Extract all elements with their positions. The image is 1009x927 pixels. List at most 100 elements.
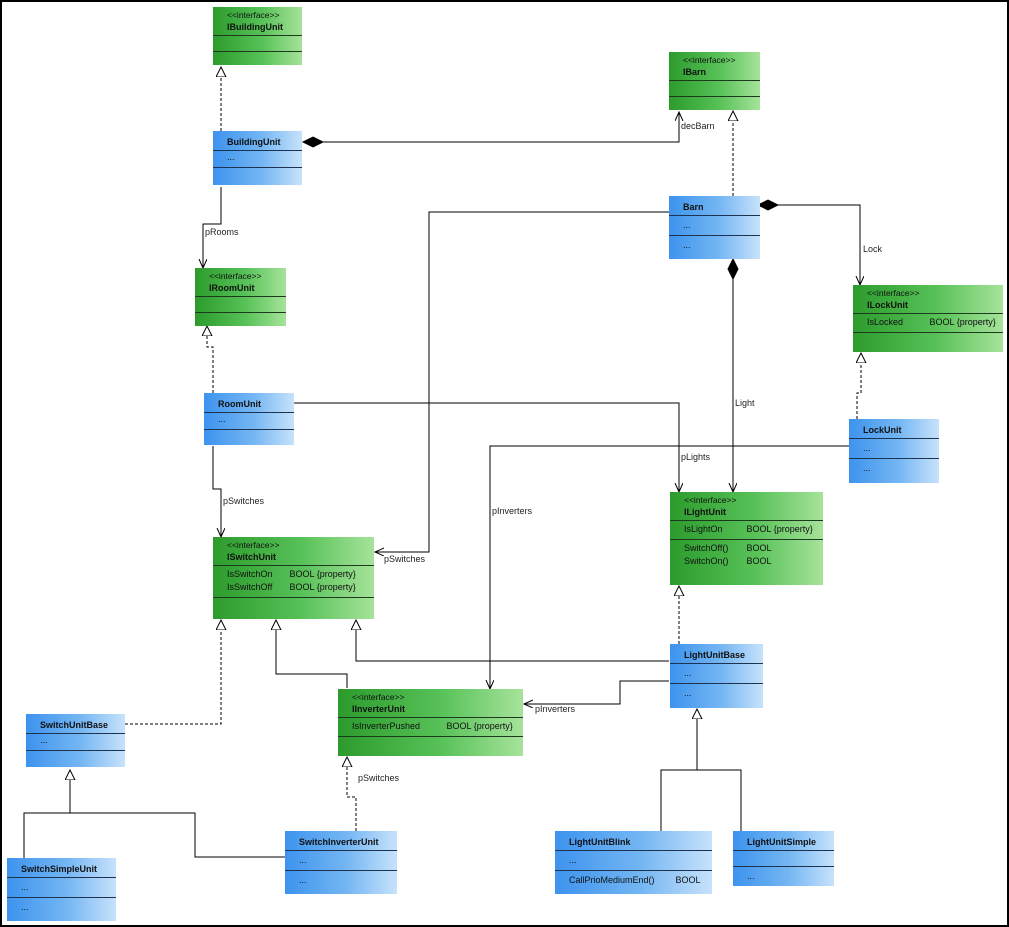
class-ilightunit[interactable]: <<interface>> ILightUnit IsLightOn BOOL … [670, 492, 823, 585]
operation-row: ... [299, 875, 307, 885]
association-prooms [203, 187, 222, 268]
attribute-name: IsSwitchOff [227, 582, 273, 592]
attribute-type: BOOL {property} [446, 721, 513, 731]
divider [555, 850, 712, 851]
divider [213, 565, 374, 566]
class-lightunitsimple[interactable]: LightUnitSimple ... [733, 831, 834, 886]
composition-lock-diamond [756, 199, 780, 211]
divider [204, 429, 294, 430]
label-prooms: pRooms [205, 227, 239, 237]
label-pinverters-left: pInverters [492, 506, 533, 516]
divider [7, 897, 116, 898]
class-name: SwitchUnitBase [40, 720, 109, 730]
attribute-row: ... [227, 152, 235, 162]
class-name: RoomUnit [218, 399, 261, 409]
divider [670, 683, 763, 684]
operation-row: ... [863, 463, 871, 473]
attribute-row: ... [21, 882, 29, 892]
divider [285, 850, 397, 851]
generalization-lightblink [660, 769, 742, 831]
divider [213, 167, 302, 168]
attribute-row: ... [684, 668, 692, 678]
attribute-row: IsSwitchOff BOOL {property} [213, 581, 374, 594]
class-name: LockUnit [863, 425, 902, 435]
attribute-row: ... [40, 735, 48, 745]
divider [213, 51, 302, 52]
class-roomunit[interactable]: RoomUnit ... [204, 393, 294, 445]
class-name: BuildingUnit [227, 137, 281, 147]
class-buildingunit[interactable]: BuildingUnit ... [213, 131, 302, 185]
realization-lockunit [857, 353, 861, 419]
label-pinverters-right: pInverters [535, 704, 576, 714]
class-barn[interactable]: Barn ... ... [669, 196, 760, 259]
divider [213, 35, 302, 36]
attribute-name: IsInverterPushed [352, 721, 421, 731]
operation-row: CallPrioMediumEnd() BOOL [555, 874, 712, 887]
composition-decbarn [323, 112, 679, 143]
class-name: SwitchInverterUnit [299, 837, 379, 847]
attribute-row: ... [863, 443, 871, 453]
attribute-type: BOOL {property} [929, 317, 996, 327]
operation-row: ... [683, 240, 691, 250]
class-ibarn[interactable]: <<interface>> IBarn [669, 52, 760, 110]
class-lightunitbase[interactable]: LightUnitBase ... ... [670, 644, 763, 708]
stereotype-label: <<interface>> [867, 288, 920, 298]
stereotype-label: <<interface>> [227, 540, 280, 550]
divider [853, 313, 1003, 314]
operation-row: ... [21, 902, 29, 912]
divider [849, 438, 939, 439]
realization-switchunitbase [125, 620, 221, 725]
class-lockunit[interactable]: LockUnit ... ... [849, 419, 939, 483]
class-switchunitbase[interactable]: SwitchUnitBase ... [26, 714, 125, 767]
generalization-lightbase-iswitch [356, 620, 669, 662]
class-name: ISwitchUnit [227, 552, 276, 562]
divider [195, 296, 286, 297]
divider [849, 458, 939, 459]
label-pswitches-barn: pSwitches [384, 554, 426, 564]
class-name: LightUnitBase [684, 650, 746, 660]
label-pswitches-inverter: pSwitches [358, 773, 400, 783]
divider [670, 520, 823, 521]
class-name: Barn [683, 202, 704, 212]
divider [7, 877, 116, 878]
divider [26, 750, 125, 751]
class-ilockunit[interactable]: <<interface>> ILockUnit IsLocked BOOL {p… [853, 285, 1003, 352]
attribute-name: IsLightOn [684, 524, 723, 534]
divider [26, 733, 125, 734]
attribute-row: IsLightOn BOOL {property} [670, 523, 823, 536]
generalization-switchsimple [23, 812, 285, 858]
attribute-name: IsSwitchOn [227, 569, 273, 579]
divider [669, 215, 760, 216]
class-name: SwitchSimpleUnit [21, 864, 98, 874]
attribute-type: BOOL {property} [289, 582, 356, 592]
composition-lock [778, 204, 860, 285]
divider [669, 235, 760, 236]
class-name: ILockUnit [867, 300, 909, 310]
class-switchsimpleunit[interactable]: SwitchSimpleUnit ... ... [7, 858, 116, 921]
operation-name: SwitchOff() [684, 543, 729, 553]
operation-type: BOOL [746, 543, 772, 553]
divider [670, 663, 763, 664]
attribute-name: IsLocked [867, 317, 904, 327]
stereotype-label: <<interface>> [683, 55, 736, 65]
class-name: LightUnitSimple [747, 837, 816, 847]
class-iinverterunit[interactable]: <<interface>> IInverterUnit IsInverterPu… [338, 689, 523, 756]
divider [338, 717, 523, 718]
class-iroomunit[interactable]: <<interface>> IRoomUnit [195, 268, 286, 326]
class-iswitchunit[interactable]: <<interface>> ISwitchUnit IsSwitchOn BOO… [213, 537, 374, 619]
association-plights [294, 402, 679, 492]
label-decbarn: decBarn [681, 121, 715, 131]
composition-decbarn-diamond [301, 136, 325, 148]
divider [669, 96, 760, 97]
association-barn-pswitches [375, 211, 669, 552]
attribute-row: IsLocked BOOL {property} [853, 316, 1003, 329]
class-lightunitblink[interactable]: LightUnitBlink ... CallPrioMediumEnd() B… [555, 831, 712, 894]
class-ibuildingunit[interactable]: <<interface>> IBuildingUnit [213, 7, 302, 65]
label-light: Light [735, 398, 755, 408]
class-switchinverterunit[interactable]: SwitchInverterUnit ... ... [285, 831, 397, 894]
class-name: IBuildingUnit [227, 22, 283, 32]
attribute-row: ... [218, 414, 226, 424]
operation-row: SwitchOn() BOOL [670, 555, 823, 568]
